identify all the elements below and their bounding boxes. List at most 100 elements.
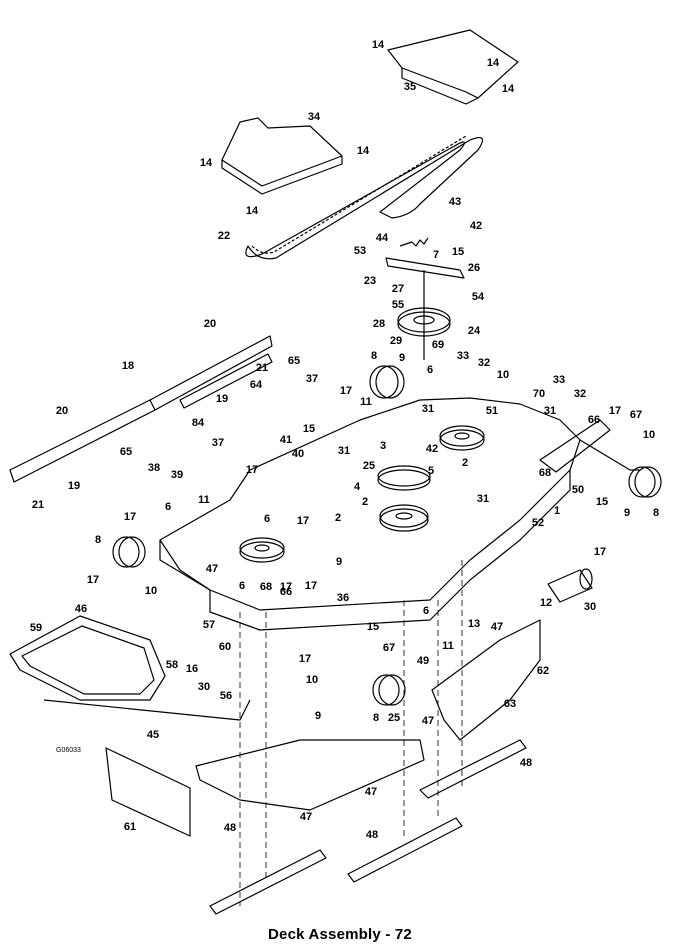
part-callout-57: 57 (203, 619, 215, 631)
part-callout-16: 16 (186, 663, 198, 675)
gauge-wheel-upper (375, 365, 405, 399)
part-callout-52: 52 (532, 517, 544, 529)
part-callout-4: 4 (354, 481, 361, 493)
part-callout-30: 30 (584, 601, 596, 613)
part-callout-10: 10 (306, 674, 318, 686)
part-callout-42: 42 (470, 220, 482, 232)
part-callout-2: 2 (462, 457, 468, 469)
mower-deck-shell (159, 397, 581, 611)
mower-blade-right (419, 739, 527, 799)
part-callout-6: 6 (427, 364, 433, 376)
part-callout-56: 56 (220, 690, 232, 702)
deck-lift-bracket-right (539, 419, 611, 473)
part-callout-47: 47 (300, 811, 312, 823)
part-callout-20: 20 (56, 405, 68, 417)
part-callout-17: 17 (305, 580, 317, 592)
part-callout-59: 59 (30, 622, 42, 634)
part-callout-15: 15 (367, 621, 379, 633)
part-callout-21: 21 (256, 362, 268, 374)
part-callout-67: 67 (383, 642, 395, 654)
part-callout-9: 9 (315, 710, 321, 722)
part-callout-67: 67 (630, 409, 642, 421)
part-callout-53: 53 (354, 245, 366, 257)
part-callout-10: 10 (643, 429, 655, 441)
part-callout-38: 38 (148, 462, 160, 474)
part-callout-66: 66 (280, 586, 292, 598)
discharge-chute (9, 615, 166, 701)
part-callout-11: 11 (198, 494, 210, 506)
part-callout-7: 7 (433, 249, 439, 261)
part-callout-51: 51 (486, 405, 498, 417)
part-callout-18: 18 (122, 360, 134, 372)
idler-pulley (377, 469, 431, 491)
deck-baffle-right (431, 619, 541, 741)
gauge-wheel-left (118, 536, 146, 568)
part-callout-65: 65 (120, 446, 132, 458)
part-callout-47: 47 (491, 621, 503, 633)
part-callout-61: 61 (124, 821, 136, 833)
part-callout-70: 70 (533, 388, 545, 400)
part-callout-47: 47 (365, 786, 377, 798)
part-callout-32: 32 (574, 388, 586, 400)
part-callout-68: 68 (260, 581, 272, 593)
part-callout-17: 17 (280, 581, 292, 593)
part-callout-29: 29 (390, 335, 402, 347)
part-callout-31: 31 (477, 493, 489, 505)
part-callout-8: 8 (95, 534, 101, 546)
part-callout-17: 17 (299, 653, 311, 665)
part-callout-14: 14 (357, 145, 370, 157)
part-callout-48: 48 (520, 757, 532, 769)
mower-blade-left (209, 849, 327, 915)
deck-baffle-left (105, 747, 191, 837)
part-callout-8: 8 (371, 350, 377, 362)
part-callout-17: 17 (340, 385, 352, 397)
part-callout-15: 15 (303, 423, 315, 435)
part-callout-31: 31 (544, 405, 556, 417)
part-callout-6: 6 (165, 501, 171, 513)
part-callout-44: 44 (376, 232, 389, 244)
diagram-caption: Deck Assembly - 72 (268, 926, 412, 943)
part-callout-32: 32 (478, 357, 490, 369)
idler-arm (385, 257, 465, 279)
part-callout-45: 45 (147, 729, 159, 741)
part-callout-17: 17 (246, 464, 258, 476)
part-callout-66: 66 (588, 414, 600, 426)
top-belt-cover-left (221, 117, 343, 187)
part-callout-13: 13 (468, 618, 480, 630)
part-callout-68: 68 (539, 467, 551, 479)
part-callout-28: 28 (373, 318, 385, 330)
part-callout-37: 37 (306, 373, 318, 385)
spindle-pulley-right (439, 429, 485, 451)
part-callout-11: 11 (442, 640, 454, 652)
part-callout-37: 37 (212, 437, 224, 449)
part-callout-33: 33 (457, 350, 469, 362)
belt-guard-rear (179, 353, 273, 409)
part-callout-27: 27 (392, 283, 404, 295)
part-callout-10: 10 (145, 585, 157, 597)
part-callout-49: 49 (417, 655, 429, 667)
part-callout-65: 65 (288, 355, 300, 367)
spindle-pulley-left (239, 541, 285, 563)
part-callout-20: 20 (204, 318, 216, 330)
deck-baffle-center (195, 739, 425, 811)
drawing-code: G06033 (56, 747, 81, 754)
part-callout-19: 19 (68, 480, 80, 492)
part-callout-42: 42 (426, 443, 438, 455)
part-callout-12: 12 (540, 597, 552, 609)
part-callout-62: 62 (537, 665, 549, 677)
part-callout-36: 36 (337, 592, 349, 604)
part-callout-41: 41 (280, 434, 292, 446)
spindle-pulley-mid (379, 508, 429, 532)
part-callout-48: 48 (224, 822, 236, 834)
part-callout-9: 9 (336, 556, 342, 568)
part-callout-14: 14 (487, 57, 500, 69)
part-callout-2: 2 (362, 496, 368, 508)
part-callout-50: 50 (572, 484, 584, 496)
part-callout-39: 39 (171, 469, 183, 481)
part-callout-10: 10 (497, 369, 509, 381)
part-callout-15: 15 (596, 496, 608, 508)
mower-blade-center (347, 817, 463, 883)
part-callout-3: 3 (380, 440, 386, 452)
part-callout-1: 1 (554, 505, 560, 517)
